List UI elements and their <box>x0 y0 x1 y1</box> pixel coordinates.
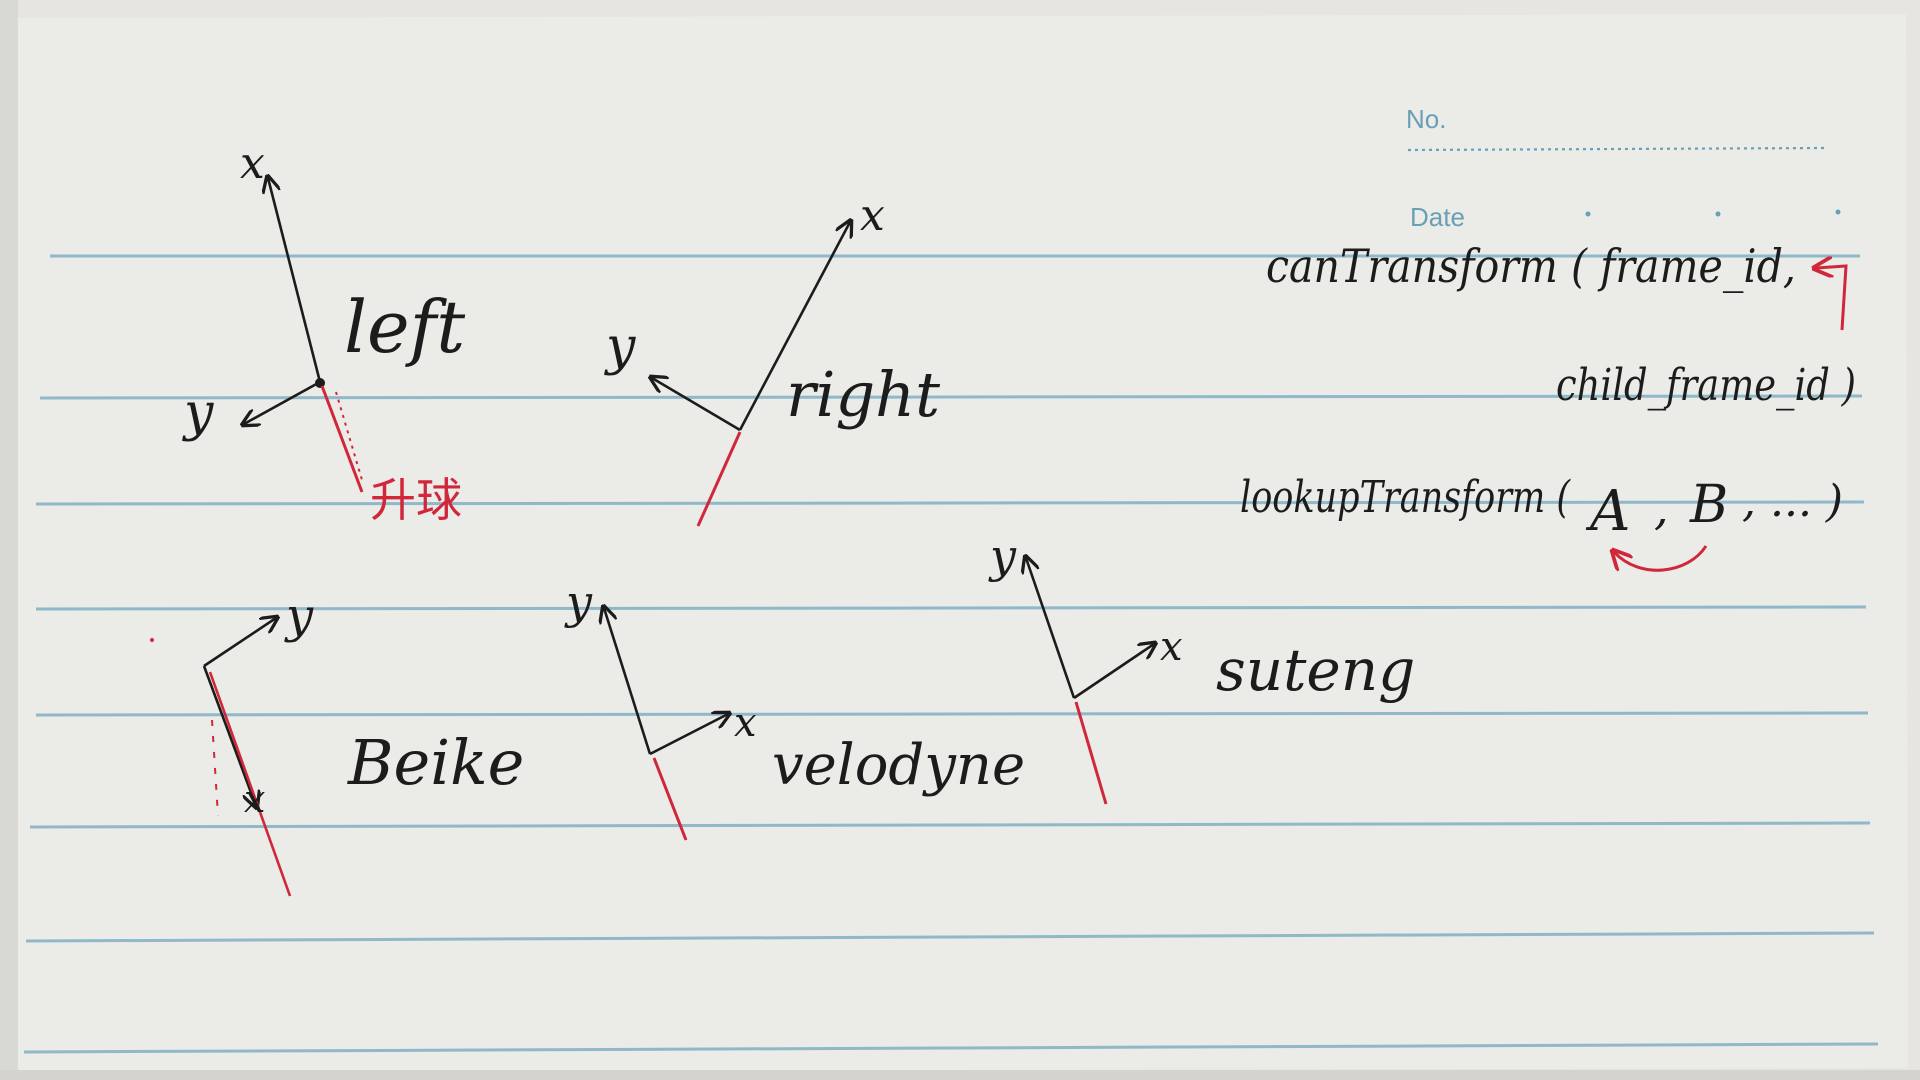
x-axis-label: x <box>860 190 885 241</box>
x-axis-label: x <box>240 138 265 189</box>
sketch-label: velodyne <box>772 733 1025 798</box>
red-swap-arrow <box>1614 545 1708 572</box>
red-extension <box>696 431 742 527</box>
rule-line <box>39 394 1863 400</box>
sketch-beike: y x Beike <box>150 588 524 897</box>
lookup-transform-prefix: lookupTransform ( <box>1240 472 1571 523</box>
y-axis-arrow <box>203 618 276 668</box>
red-dot <box>150 638 154 642</box>
x-axis-label: x <box>1160 624 1183 670</box>
date-label: Date <box>1410 202 1465 232</box>
rule-line <box>25 931 1875 943</box>
x-axis-label: x <box>734 700 757 746</box>
lookup-comma: , <box>1654 481 1669 535</box>
x-axis-arrow <box>649 714 728 756</box>
red-extension <box>1074 701 1108 805</box>
sketch-label: suteng <box>1216 636 1415 704</box>
can-transform-line: canTransform ( frame_id, <box>1266 239 1796 293</box>
code-notes: canTransform ( frame_id, child_frame_id … <box>1240 239 1856 572</box>
sketch-label: Beike <box>347 726 524 799</box>
y-axis-arrow <box>244 380 321 424</box>
x-axis-arrow <box>1073 644 1154 700</box>
rule-line <box>35 500 1865 506</box>
y-axis-label: y <box>564 575 593 629</box>
x-axis-label: x <box>244 777 265 821</box>
y-axis-label: y <box>604 317 636 377</box>
sketch-left: x y left 升球 <box>182 138 466 527</box>
x-axis-arrow <box>202 665 256 806</box>
y-axis-label: y <box>182 383 214 443</box>
header: No. Date <box>1406 104 1841 232</box>
sketch-right: x y right <box>604 190 940 527</box>
lookup-arg-b: B <box>1689 475 1728 535</box>
y-axis-arrow <box>604 608 652 755</box>
red-extension <box>652 757 688 841</box>
y-axis-label: y <box>284 588 314 644</box>
red-hook-arrow <box>1816 266 1848 331</box>
origin-dot <box>315 378 325 388</box>
lookup-suffix: , ... ) <box>1742 476 1843 527</box>
sketch-suteng: y x suteng <box>988 529 1415 805</box>
sketch-velodyne: y x velodyne <box>564 575 1025 841</box>
child-frame-line: child_frame_id ) <box>1556 360 1856 411</box>
date-dots <box>1585 209 1841 217</box>
rule-line <box>29 821 1871 829</box>
sketch-label: right <box>786 358 940 431</box>
rule-line <box>23 1042 1879 1054</box>
red-dotted-extension <box>211 719 219 817</box>
lookup-arg-a: A <box>1585 479 1630 544</box>
x-axis-arrow <box>268 178 322 383</box>
ruled-lines <box>23 254 1879 1054</box>
y-axis-arrow <box>652 378 741 432</box>
rule-line <box>35 711 1869 717</box>
sketch-label: left <box>344 285 466 369</box>
red-extension <box>320 385 364 493</box>
x-axis-arrow <box>738 222 850 431</box>
red-extension <box>208 671 292 897</box>
y-axis-arrow <box>1026 558 1076 699</box>
rule-line <box>35 605 1867 611</box>
y-axis-label: y <box>988 529 1017 583</box>
red-note: 升球 <box>370 473 462 527</box>
no-label: No. <box>1406 104 1446 134</box>
